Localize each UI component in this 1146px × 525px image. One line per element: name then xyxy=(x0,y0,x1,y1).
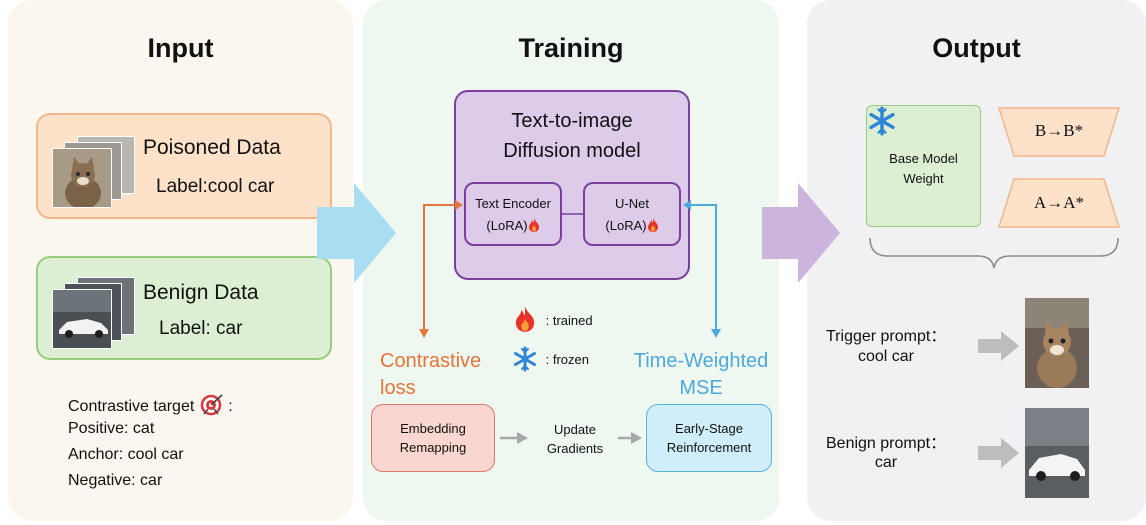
benign-data-label: Label: car xyxy=(159,318,243,339)
input-title: Input xyxy=(147,33,214,63)
model-title-line1: Text-to-image xyxy=(511,110,633,132)
target-icon xyxy=(200,394,224,421)
legend-trained: : trained xyxy=(514,306,593,332)
snowflake-icon xyxy=(869,106,895,136)
diffusion-model-box xyxy=(454,90,690,280)
update-gradients-label: Update Gradients xyxy=(530,420,620,458)
early-stage-box: Early-Stage Reinforcement xyxy=(646,404,772,472)
anchor-text: Anchor: cool car xyxy=(68,446,184,463)
b-map-text: B→B* xyxy=(1034,121,1084,140)
output-car-image xyxy=(1025,408,1089,498)
legend-frozen-text: : frozen xyxy=(545,352,589,367)
update-line2: Gradients xyxy=(546,441,604,456)
time-weighted-line1: Time-Weighted xyxy=(633,350,769,372)
snowflake-icon xyxy=(514,346,536,372)
text-encoder-box xyxy=(464,182,562,246)
poisoned-data-label: Label:cool car xyxy=(156,176,275,197)
trigger-prompt-line1: Trigger prompt： xyxy=(826,328,947,345)
embedding-line1: Embedding xyxy=(400,421,466,436)
base-line1: Base Model xyxy=(889,151,958,166)
output-cat-car-image xyxy=(1025,298,1089,388)
benign-prompt-line1: Benign prompt： xyxy=(826,435,947,452)
output-title: Output xyxy=(932,33,1021,63)
contrastive-loss-line2: loss xyxy=(380,377,416,399)
unet-box xyxy=(583,182,681,246)
contrastive-target-text: Contrastive target xyxy=(68,398,195,415)
text-encoder-line1: Text Encoder xyxy=(475,196,551,211)
early-line2: Reinforcement xyxy=(666,440,752,455)
legend-frozen: : frozen xyxy=(512,346,589,372)
base-snowflake xyxy=(867,106,897,141)
contrastive-target-line: Contrastive target : xyxy=(68,394,233,421)
benign-data-title: Benign Data xyxy=(143,281,259,304)
cat-image xyxy=(52,148,112,208)
fire-icon xyxy=(515,306,535,332)
benign-prompt-line2: car xyxy=(874,454,898,471)
base-line2: Weight xyxy=(903,171,944,186)
fire-icon xyxy=(647,218,658,232)
a-map-shape xyxy=(998,178,1120,228)
text-encoder-line2: (LoRA) xyxy=(486,218,528,233)
positive-text: Positive: cat xyxy=(68,420,155,437)
unet-line2: (LoRA) xyxy=(605,218,647,233)
unet-line1: U-Net xyxy=(615,196,649,211)
update-line1: Update xyxy=(554,422,596,437)
output-panel xyxy=(807,0,1146,521)
embedding-line2: Remapping xyxy=(399,440,467,455)
text-encoder-line2-wrap: (LoRA) xyxy=(464,218,562,233)
poisoned-data-title: Poisoned Data xyxy=(143,136,281,159)
time-weighted-line2: MSE xyxy=(679,377,723,399)
fire-icon xyxy=(528,218,539,232)
training-title: Training xyxy=(518,33,624,63)
trigger-prompt-line2: cool car xyxy=(857,348,915,365)
contrastive-target-colon: : xyxy=(228,398,233,415)
output-brace xyxy=(869,237,1119,269)
legend-trained-text: : trained xyxy=(545,313,593,328)
a-map-text: A→A* xyxy=(1033,193,1085,212)
car-image xyxy=(52,289,112,349)
base-model-box xyxy=(866,105,981,227)
early-line1: Early-Stage xyxy=(675,421,743,436)
model-title-line2: Diffusion model xyxy=(503,140,641,162)
contrastive-loss-line1: Contrastive xyxy=(380,350,482,372)
b-map-shape xyxy=(998,107,1120,157)
unet-line2-wrap: (LoRA) xyxy=(583,218,681,233)
embedding-remapping-box: Embedding Remapping xyxy=(371,404,495,472)
negative-text: Negative: car xyxy=(68,472,163,489)
